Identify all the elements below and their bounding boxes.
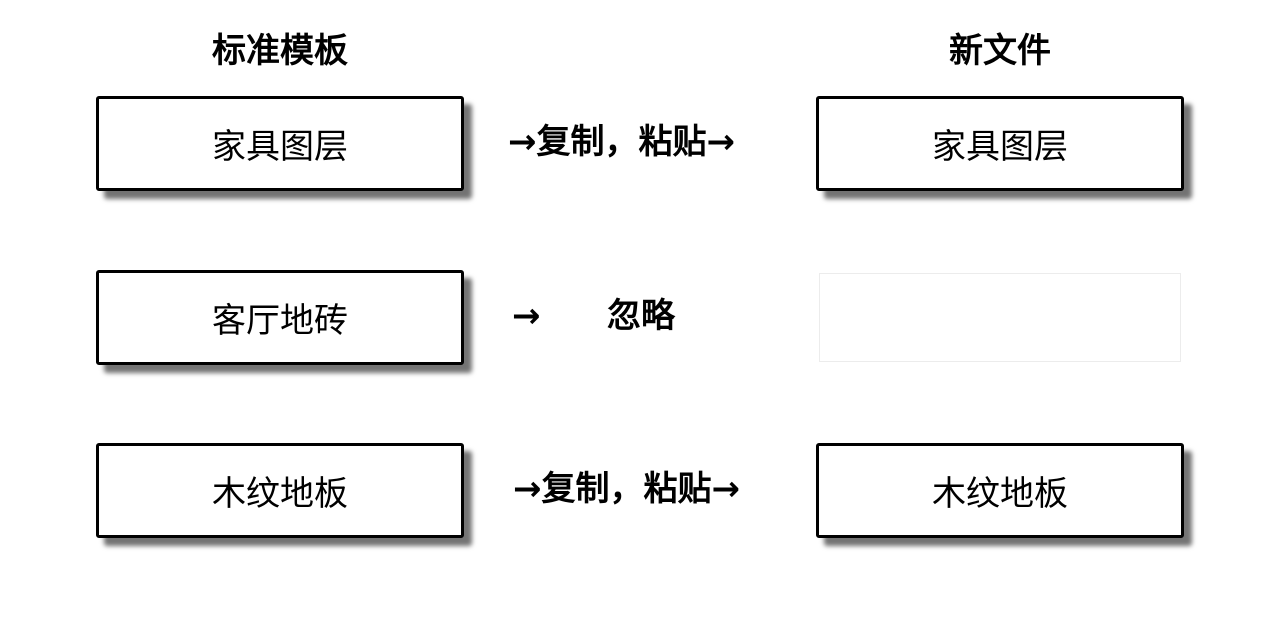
arrow-icon: → (512, 296, 541, 336)
source-layer-label: 客厅地砖 (212, 301, 348, 341)
copy-paste-action: →复制，粘贴→ (508, 122, 735, 162)
source-layer-box: 家具图层 (96, 96, 464, 191)
target-layer-box: 家具图层 (816, 96, 1184, 191)
target-layer-box: 木纹地板 (816, 443, 1184, 538)
source-layer-label: 家具图层 (212, 127, 348, 167)
source-layer-label: 木纹地板 (212, 474, 348, 514)
source-layer-box: 客厅地砖 (96, 270, 464, 365)
ignore-action-label: 忽略 (607, 296, 675, 336)
target-layer-label: 木纹地板 (932, 474, 1068, 514)
standard-template-heading: 标准模板 (212, 31, 348, 71)
target-layer-label: 家具图层 (932, 127, 1068, 167)
source-layer-box: 木纹地板 (96, 443, 464, 538)
empty-target-slot (819, 273, 1181, 362)
new-file-heading: 新文件 (949, 31, 1051, 71)
copy-paste-action: →复制，粘贴→ (513, 469, 740, 509)
